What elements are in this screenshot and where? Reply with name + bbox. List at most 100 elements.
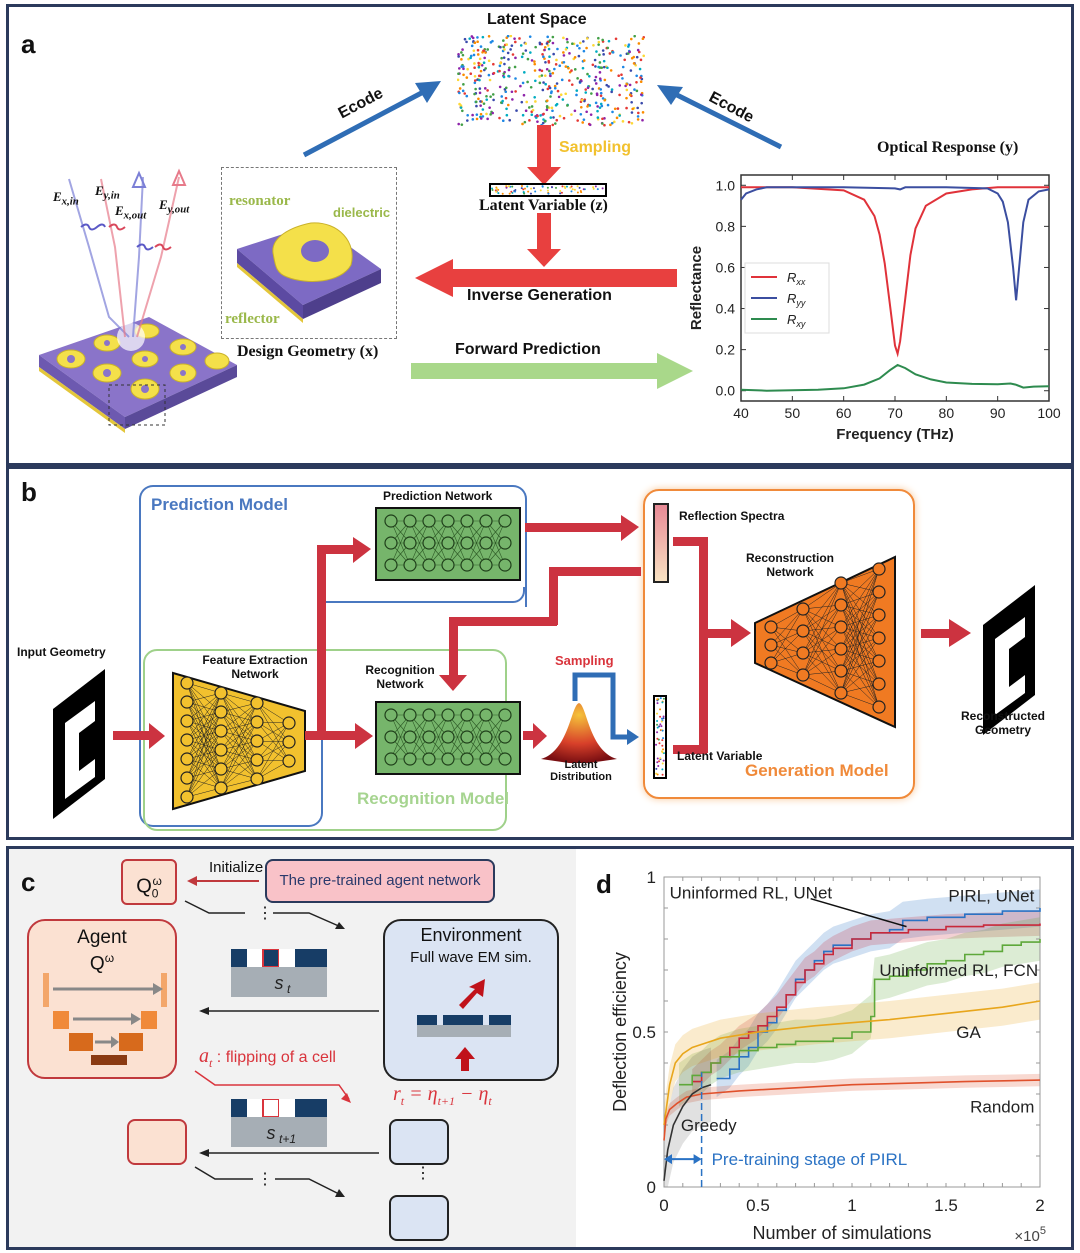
latent-point [543,74,547,77]
latent-point [550,90,553,93]
prediction-network-label: Prediction Network [383,489,493,503]
latent-point [621,77,624,80]
latent-point [459,104,463,107]
neuron [180,733,194,747]
latent-point [547,69,551,73]
neuron [403,730,417,744]
latent-point [552,116,555,119]
latent-point [638,67,642,71]
feature-extraction-network [172,671,306,811]
latent-point [506,51,510,55]
latent-point [625,88,629,92]
action-text: : flipping of a cell [216,1049,336,1066]
latent-point [542,112,545,116]
neuron [834,598,848,612]
neuron [479,558,493,572]
latent-point [630,100,633,104]
neuron [384,514,398,528]
latent-point [545,104,549,108]
neuron [384,730,398,744]
x-tick-label: 2 [1035,1196,1044,1215]
latent-point [475,104,478,108]
latent-point [558,64,562,68]
latent-point [457,55,460,58]
latent-point [636,48,640,52]
unet-icon [43,973,167,1065]
latent-point [642,54,645,58]
agent-q: Qω [89,951,115,975]
latent-point [612,120,616,124]
latent-point [505,113,509,117]
latent-point [505,43,509,46]
latent-point [547,47,551,51]
latent-point [524,42,528,45]
latent-point [513,65,517,69]
latent-point [566,40,569,44]
x-multiplier: ×105 [1014,1225,1046,1245]
latent-point [625,83,629,86]
latent-point [639,93,643,96]
latent-point [504,96,508,100]
neuron [479,536,493,550]
latent-point [509,48,512,51]
latent-point [526,57,530,61]
latent-point [545,108,549,112]
field-label-ey-out: Ey,out [159,197,190,216]
neuron [498,514,512,528]
y-tick-label: 0 [647,1178,656,1197]
y-tick-label: 0.0 [716,383,736,399]
neuron [498,752,512,766]
neuron [479,730,493,744]
field-label-ex-in: Ex,in [53,189,79,208]
sampling-arrow-head [527,167,561,185]
latent-point [476,36,479,39]
latent-point [624,44,627,47]
latent-point [628,93,632,97]
neuron [460,730,474,744]
latent-point [573,56,577,59]
series-line-rxy [740,363,1050,392]
latent-point [639,58,643,62]
latent-point [473,66,476,70]
latent-point [534,79,537,83]
neuron [422,730,436,744]
latent-point [600,104,604,108]
forward-prediction-label: Forward Prediction [455,341,601,358]
latent-point [598,53,601,57]
latent-point [549,74,552,78]
latent-point [571,42,574,46]
latent-point [536,120,539,123]
latent-point [519,84,522,88]
neuron [250,772,264,786]
latent-point [637,42,641,45]
initialize-label: Initialize [209,859,264,876]
latent-point [585,110,588,114]
latent-point [478,87,482,90]
latent-point [582,49,586,53]
latent-point [459,106,463,109]
reconstructed-geometry-label: Reconstructed Geometry [960,709,1046,737]
environment-subtitle: Full wave EM sim. [410,949,532,966]
latent-point [641,111,645,114]
prediction-model-box [139,485,527,607]
latent-point [534,45,537,49]
neuron [180,771,194,785]
latent-point [627,45,630,48]
neuron [214,762,228,776]
latent-point [544,82,547,86]
latent-point [473,74,477,78]
neuron [403,752,417,766]
latent-point [476,40,479,43]
latent-point [486,48,489,51]
latent-point [520,55,524,59]
y-axis-label: Deflection efficiency [610,952,630,1112]
latent-point [562,54,566,57]
latent-point [598,77,602,81]
latent-point [538,68,542,72]
latent-point [461,53,465,57]
x-tick-label: 100 [1037,405,1061,421]
confidence-band [692,911,1040,1094]
latent-point [609,69,613,72]
neuron [180,752,194,766]
